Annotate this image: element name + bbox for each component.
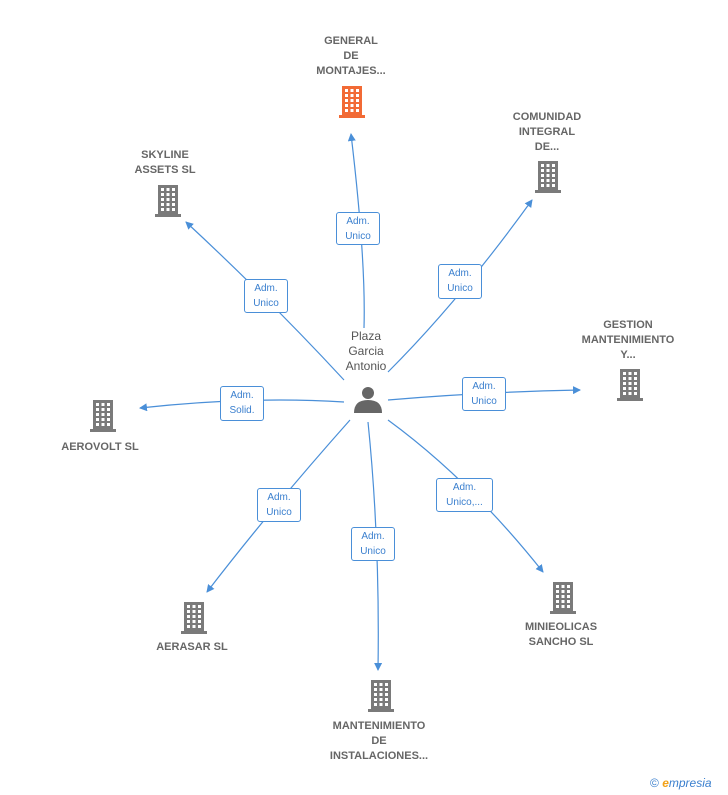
building-icon-skyline[interactable] xyxy=(155,185,181,217)
icons-layer xyxy=(90,86,643,712)
empresia-watermark[interactable]: © empresia xyxy=(650,776,712,790)
building-icon-general[interactable] xyxy=(339,86,365,118)
company-label-mantenimiento[interactable]: MANTENIMIENTO DE INSTALACIONES... xyxy=(329,720,429,762)
center-person-label[interactable]: Plaza Garcia Antonio xyxy=(345,329,387,373)
person-icon[interactable] xyxy=(354,387,382,413)
building-icon-minieolicas[interactable] xyxy=(550,582,576,614)
role-badge-comunidad[interactable]: Adm. Unico xyxy=(438,264,482,299)
role-badge-minieolicas[interactable]: Adm. Unico,... xyxy=(436,478,493,512)
company-label-comunidad[interactable]: COMUNIDAD INTEGRAL DE... xyxy=(512,111,582,153)
copyright-symbol: © xyxy=(650,776,659,790)
role-badge-general[interactable]: Adm. Unico xyxy=(336,212,380,245)
building-icon-comunidad[interactable] xyxy=(535,161,561,193)
role-badge-aerasar[interactable]: Adm. Unico xyxy=(257,488,301,522)
company-label-aerasar[interactable]: AERASAR SL xyxy=(156,641,228,653)
edge-general xyxy=(347,133,365,329)
role-badge-mantenimiento[interactable]: Adm. Unico xyxy=(351,527,395,561)
building-icon-gestion[interactable] xyxy=(617,369,643,401)
brand-name: mpresia xyxy=(668,776,712,790)
company-label-skyline[interactable]: SKYLINE ASSETS SL xyxy=(134,149,196,176)
building-icon-aerovolt[interactable] xyxy=(90,400,116,432)
company-label-minieolicas[interactable]: MINIEOLICAS SANCHO SL xyxy=(524,621,598,648)
role-badge-aerovolt[interactable]: Adm. Solid. xyxy=(220,386,264,421)
role-badge-skyline[interactable]: Adm. Unico xyxy=(244,279,288,313)
role-badge-gestion[interactable]: Adm. Unico xyxy=(462,377,506,411)
brand-initial: e xyxy=(662,776,669,790)
building-icon-mantenimiento[interactable] xyxy=(368,680,394,712)
company-label-general[interactable]: GENERAL DE MONTAJES... xyxy=(316,35,386,77)
company-label-aerovolt[interactable]: AEROVOLT SL xyxy=(61,441,139,453)
company-label-gestion[interactable]: GESTION MANTENIMIENTO Y... xyxy=(581,319,675,361)
building-icon-aerasar[interactable] xyxy=(181,602,207,634)
